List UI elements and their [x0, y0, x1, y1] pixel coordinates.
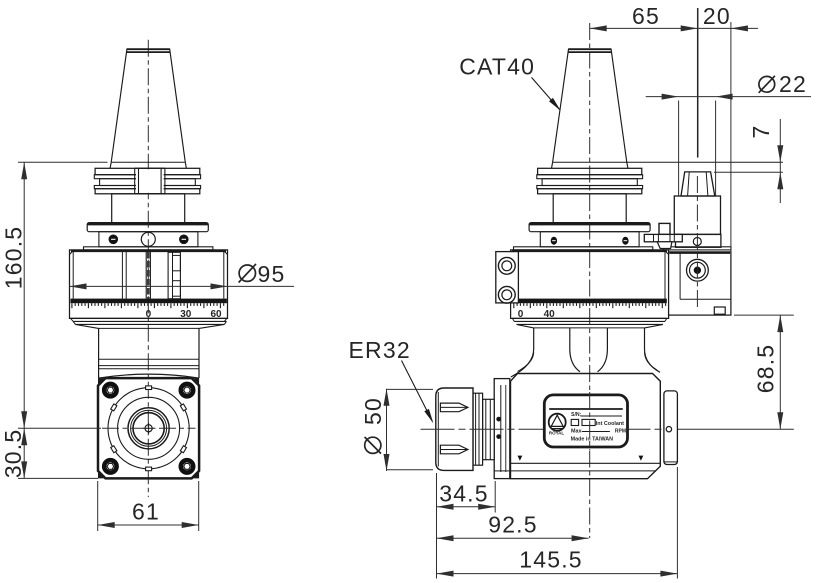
- svg-text:ROYAL: ROYAL: [549, 430, 565, 435]
- svg-text:Max: Max: [571, 429, 582, 435]
- svg-text:7: 7: [748, 125, 774, 139]
- svg-text:0: 0: [518, 309, 524, 320]
- svg-text:60: 60: [210, 309, 222, 320]
- svg-text:68.5: 68.5: [753, 344, 779, 394]
- svg-text:Made in TAIWAN: Made in TAIWAN: [571, 437, 614, 443]
- svg-text:RPM: RPM: [615, 429, 626, 435]
- svg-text:CAT40: CAT40: [459, 53, 535, 79]
- svg-text:145.5: 145.5: [519, 547, 583, 573]
- svg-text:30.5: 30.5: [0, 429, 26, 479]
- svg-text:0: 0: [146, 309, 152, 320]
- svg-text:160.5: 160.5: [1, 226, 27, 290]
- svg-text:30: 30: [180, 309, 192, 320]
- svg-text:34.5: 34.5: [439, 480, 489, 506]
- svg-text:65: 65: [632, 3, 660, 29]
- svg-text:20: 20: [703, 3, 731, 29]
- svg-text:61: 61: [132, 499, 160, 525]
- svg-text:40: 40: [544, 309, 556, 320]
- svg-text:S/N:: S/N:: [571, 412, 582, 418]
- svg-text:92.5: 92.5: [488, 512, 538, 538]
- svg-text:22: 22: [779, 71, 807, 97]
- svg-text:50: 50: [360, 397, 386, 425]
- svg-text:95: 95: [258, 261, 286, 287]
- svg-text:ER32: ER32: [349, 337, 411, 363]
- svg-text:Int Coolant: Int Coolant: [596, 421, 624, 427]
